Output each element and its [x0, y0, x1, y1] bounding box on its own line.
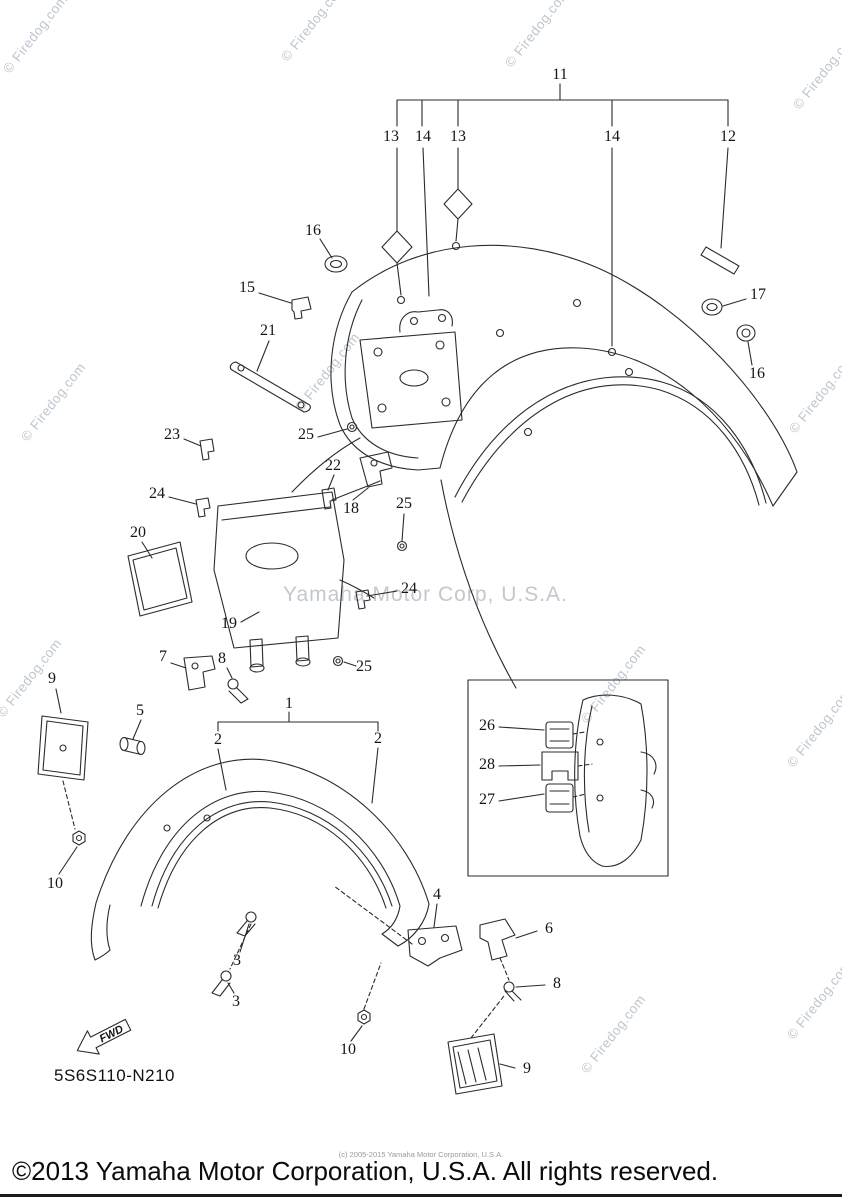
- part-callout: 13: [450, 128, 466, 145]
- callout-bracket-lines: [217, 83, 729, 804]
- bottom-border: [0, 1194, 842, 1197]
- license-plate-bracket: [127, 437, 381, 673]
- part-callout: 4: [433, 886, 441, 903]
- part-callout: 25: [298, 426, 314, 443]
- part-callout: 28: [479, 756, 495, 773]
- part-callout: 6: [545, 920, 553, 937]
- part-callout: 1: [285, 695, 293, 712]
- part-callout: 13: [383, 128, 399, 145]
- part-callout: 12: [720, 128, 736, 145]
- part-callout: 2: [214, 731, 222, 748]
- fwd-arrow-shape: [76, 1018, 132, 1055]
- part-callout: 20: [130, 524, 146, 541]
- center-watermark: Yamaha Motor Corp, U.S.A.: [283, 583, 568, 606]
- part-callout: 2: [374, 730, 382, 747]
- fine-print: (c) 2005-2015 Yamaha Motor Corporation, …: [338, 1150, 504, 1159]
- part-callout: 18: [343, 500, 359, 517]
- part-callout: 14: [604, 128, 620, 145]
- part-callout: 7: [159, 648, 167, 665]
- fwd-arrow: FWD: [76, 1018, 132, 1055]
- fwd-label: FWD: [98, 1023, 126, 1045]
- part-callout: 15: [239, 279, 255, 296]
- inset-detail: [467, 679, 669, 877]
- part-callout: 16: [305, 222, 321, 239]
- part-callout: 22: [325, 457, 341, 474]
- front-fender-parts: [211, 911, 522, 1095]
- part-callout: 9: [523, 1060, 531, 1077]
- part-callout: 8: [553, 975, 561, 992]
- part-callout: 24: [149, 485, 165, 502]
- part-callout: 9: [48, 670, 56, 687]
- part-callout: 23: [164, 426, 180, 443]
- mudguard-stay-parts: [37, 655, 249, 846]
- leader-lines: [55, 238, 753, 1069]
- copyright-text: ©2013 Yamaha Motor Corporation, U.S.A. A…: [12, 1156, 719, 1186]
- part-callout: 27: [479, 791, 495, 808]
- part-callout: 19: [221, 615, 237, 632]
- part-callout: 8: [218, 650, 226, 667]
- part-callout: 26: [479, 717, 495, 734]
- front-fender: [90, 758, 430, 961]
- part-callout: 21: [260, 322, 276, 339]
- part-callout: 14: [415, 128, 431, 145]
- part-callout: 17: [750, 286, 766, 303]
- assembly-dashed-lines: [62, 731, 593, 1039]
- part-callout: 10: [47, 875, 63, 892]
- rear-fender: [330, 241, 798, 689]
- part-callout: 25: [356, 658, 372, 675]
- part-callout: 3: [232, 993, 240, 1010]
- part-callout: 3: [233, 952, 241, 969]
- part-callout: 24: [401, 580, 417, 597]
- upper-small-parts: [195, 188, 756, 667]
- part-callout: 16: [749, 365, 765, 382]
- part-callout: 25: [396, 495, 412, 512]
- part-callout: 11: [552, 66, 568, 83]
- part-callout: 10: [340, 1041, 356, 1058]
- part-callout: 5: [136, 702, 144, 719]
- part-code: 5S6S110-N210: [54, 1066, 175, 1085]
